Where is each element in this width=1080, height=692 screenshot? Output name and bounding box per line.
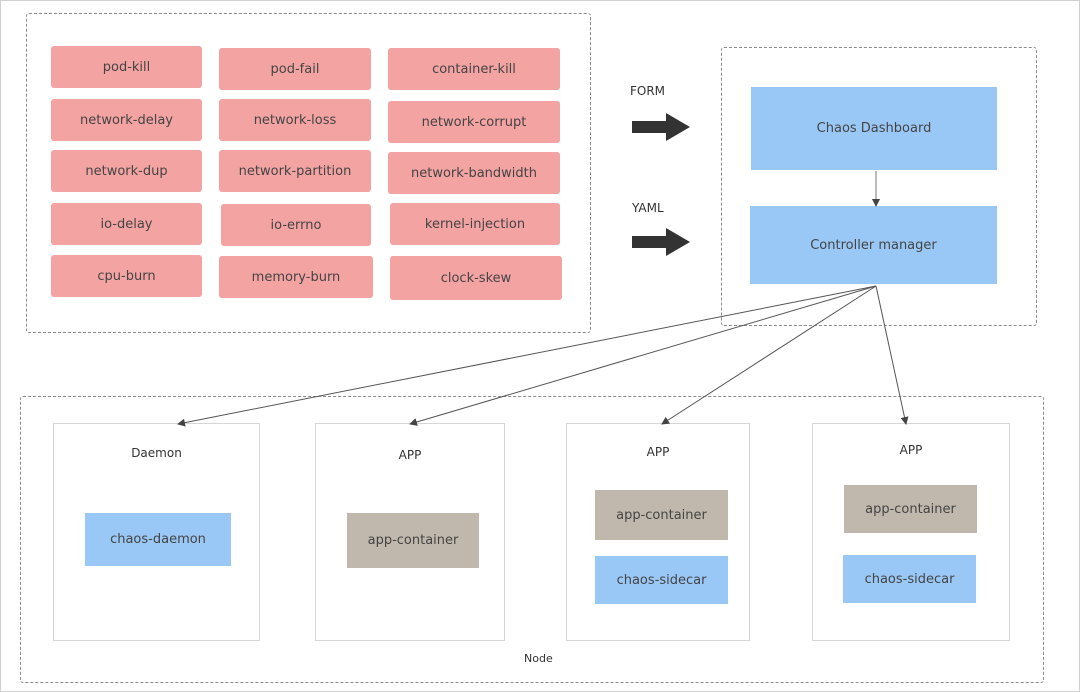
- fault-kernel-injection: kernel-injection: [390, 203, 560, 245]
- fault-pod-kill: pod-kill: [51, 46, 202, 88]
- fault-io-errno: io-errno: [221, 204, 371, 246]
- fault-network-loss: network-loss: [219, 99, 371, 141]
- node-label: Node: [524, 652, 553, 665]
- fault-clock-skew: clock-skew: [390, 256, 562, 300]
- fault-network-corrupt: network-corrupt: [388, 101, 560, 143]
- form-label: FORM: [630, 84, 666, 98]
- fault-memory-burn: memory-burn: [219, 256, 373, 298]
- fault-network-delay: network-delay: [51, 99, 202, 141]
- fault-pod-fail: pod-fail: [219, 48, 371, 90]
- app-container-box: app-container: [595, 490, 728, 540]
- yaml-label: YAML: [632, 201, 664, 215]
- fault-container-kill: container-kill: [388, 48, 560, 90]
- chaos-sidecar-box: chaos-sidecar: [843, 555, 976, 603]
- fault-network-dup: network-dup: [51, 150, 202, 192]
- pod-title: APP: [646, 445, 670, 459]
- fault-io-delay: io-delay: [51, 203, 202, 245]
- app-container-box: app-container: [844, 485, 977, 533]
- pod-title: APP: [899, 443, 923, 457]
- chaos-sidecar-box: chaos-sidecar: [595, 556, 728, 604]
- fault-cpu-burn: cpu-burn: [51, 255, 202, 297]
- fault-network-bandwidth: network-bandwidth: [388, 152, 560, 194]
- chaos-dashboard: Chaos Dashboard: [751, 87, 997, 170]
- pod-title: Daemon: [131, 446, 182, 460]
- controller-manager: Controller manager: [750, 206, 997, 284]
- chaos-daemon-box: chaos-daemon: [85, 513, 231, 566]
- pod-title: APP: [398, 448, 422, 462]
- fault-network-partition: network-partition: [219, 150, 371, 192]
- app-container-box: app-container: [347, 513, 479, 568]
